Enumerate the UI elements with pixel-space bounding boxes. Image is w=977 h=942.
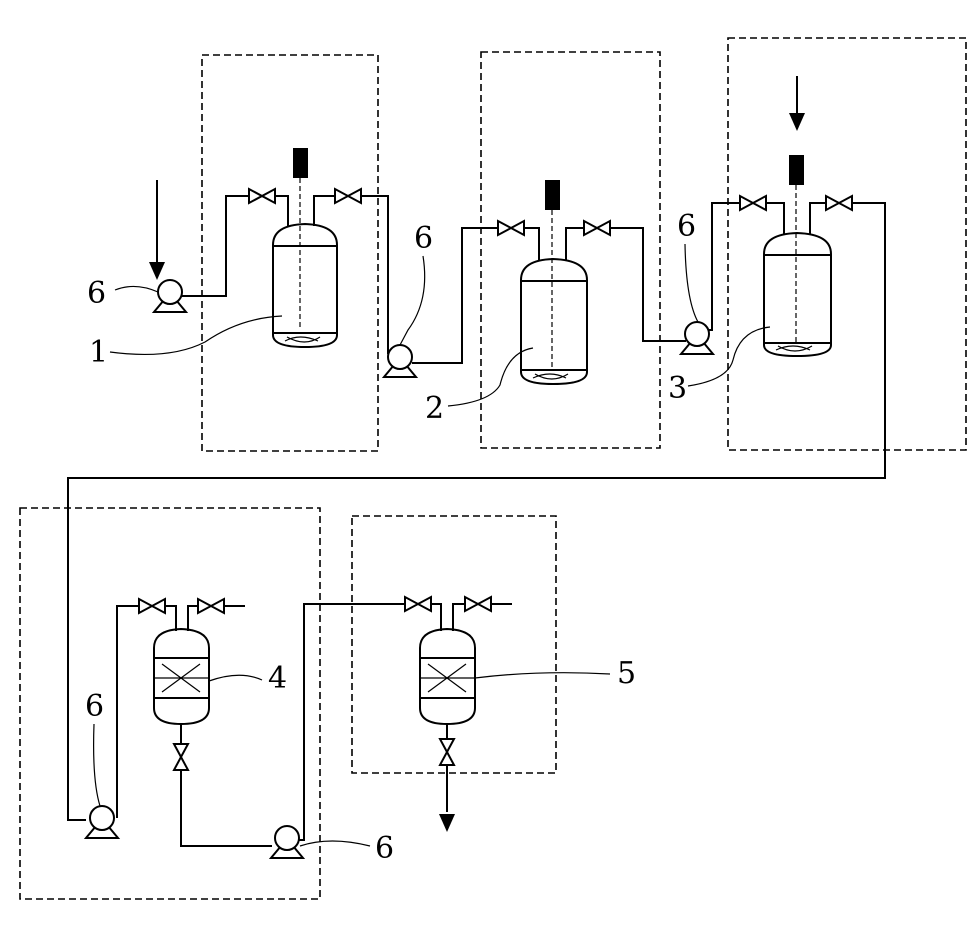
reactor-3 [763, 155, 832, 358]
label-pump-d: 6 [85, 689, 104, 724]
valve-r3-in [739, 195, 767, 211]
pump-a [153, 279, 187, 313]
valve-c4-vent [197, 598, 225, 614]
label-reactor-1: 1 [89, 335, 108, 370]
valve-c5-in [404, 596, 432, 612]
valve-c4-bottom [173, 743, 189, 771]
valve-c4-in [138, 598, 166, 614]
unit-box-5 [351, 515, 557, 774]
label-pump-e: 6 [375, 831, 394, 866]
pump-c [680, 321, 714, 355]
valve-r1-in [248, 188, 276, 204]
feed-arrow-left [149, 180, 165, 280]
label-pump-c: 6 [677, 209, 696, 244]
reactor-1 [272, 148, 338, 349]
valve-c5-vent [464, 596, 492, 612]
valve-r1-out [334, 188, 362, 204]
piping [67, 195, 886, 847]
unit-box-4 [19, 507, 321, 900]
feed-arrow-reactor-3 [789, 76, 805, 131]
unit-box-1 [201, 54, 379, 452]
valve-c5-bottom [439, 738, 455, 766]
unit-box-2 [480, 51, 661, 449]
valve-r2-in [497, 220, 525, 236]
column-4 [153, 627, 210, 726]
valve-r2-out [583, 220, 611, 236]
reactor-2 [520, 180, 588, 386]
pump-d [85, 805, 119, 839]
label-reactor-3: 3 [668, 371, 687, 406]
pump-e [270, 825, 304, 859]
label-column-5: 5 [617, 656, 636, 691]
valve-r3-out [825, 195, 853, 211]
column-5 [419, 627, 476, 726]
label-pump-a: 6 [87, 276, 106, 311]
unit-box-3 [727, 37, 967, 451]
leader-lines [93, 243, 771, 847]
label-column-4: 4 [268, 661, 287, 696]
label-reactor-2: 2 [425, 391, 444, 426]
label-pump-b: 6 [414, 221, 433, 256]
